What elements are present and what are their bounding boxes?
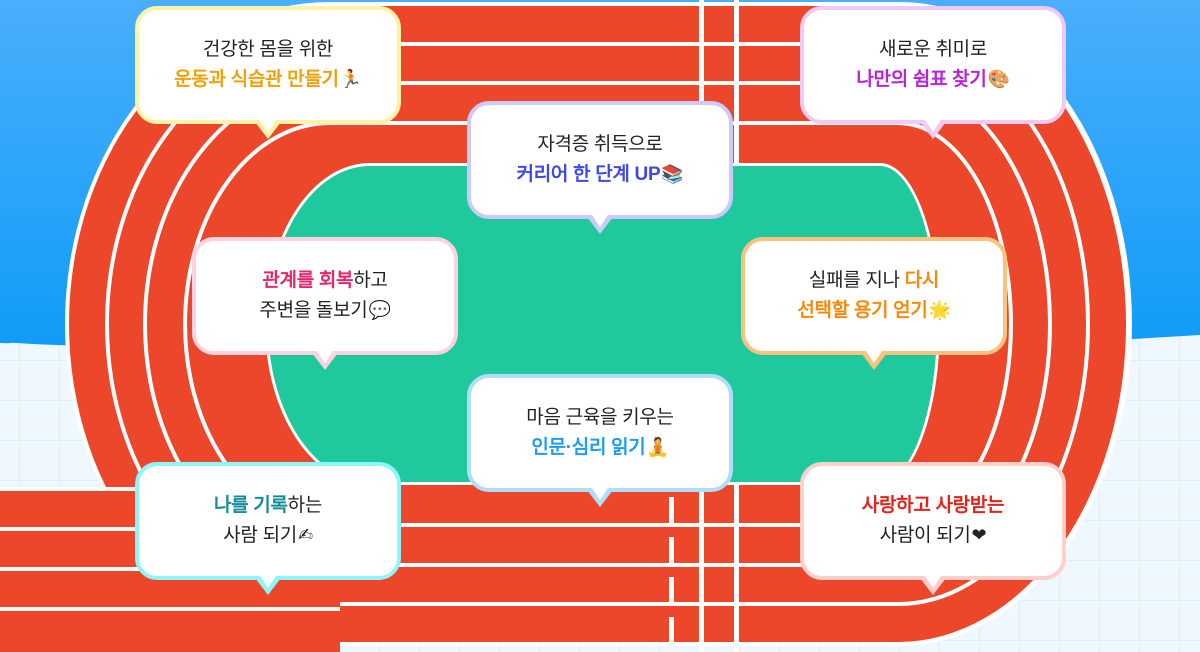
palette-icon: 🎨: [987, 69, 1010, 90]
bubble-text: 사람 되기: [223, 525, 297, 546]
bubble-line-2: 운동과 식습관 만들기🏃: [174, 65, 362, 95]
bubble-line-1: 나를 기록하는: [214, 491, 322, 521]
bubble-line-2: 선택할 용기 얻기🌟: [797, 296, 951, 326]
bubble-highlight: 나를 기록: [213, 494, 288, 516]
bubble-line-2: 사람이 되기❤: [880, 521, 987, 551]
bubble-highlight: 인문·심리 읽기: [531, 437, 646, 458]
goal-bubble-love: 사랑하고 사랑받는 사람이 되기❤: [800, 462, 1066, 595]
bubble-tail: [587, 488, 613, 507]
bubble-tail: [861, 351, 887, 370]
goal-bubble-record: 나를 기록하는 사람 되기✍: [135, 462, 401, 595]
bubble-highlight: 사랑하고 사랑받는: [861, 494, 1005, 516]
speech-bubble-icon: 💬: [368, 300, 391, 321]
bubble-text: 실패를 지나: [808, 269, 905, 291]
bubble-text: 새로운 취미로: [878, 38, 988, 60]
bubble-line-2: 주변을 돌보기💬: [259, 296, 390, 326]
bubble-line-1: 사랑하고 사랑받는: [861, 491, 1005, 521]
bubble-line-1: 건강한 몸을 위한: [202, 35, 334, 65]
bubble-line-2: 인문·심리 읽기🧘: [531, 433, 669, 463]
goal-bubble-career: 자격증 취득으로 커리어 한 단계 UP📚: [467, 101, 733, 234]
bubble-highlight: 커리어 한 단계 UP: [516, 164, 661, 185]
goal-bubble-health: 건강한 몸을 위한 운동과 식습관 만들기🏃: [135, 6, 401, 139]
bubble-tail: [587, 215, 613, 234]
bubble-text: 하고: [353, 269, 388, 291]
bubble-line-1: 자격증 취득으로: [537, 130, 663, 160]
goal-bubble-hobby: 새로운 취미로 나만의 쉼표 찾기🎨: [800, 6, 1066, 139]
goal-bubble-relation: 관계를 회복하고 주변을 돌보기💬: [192, 237, 458, 370]
heart-icon: ❤: [971, 525, 987, 546]
bubble-line-1: 새로운 취미로: [879, 35, 987, 65]
books-icon: 📚: [661, 164, 684, 185]
bubble-line-2: 나만의 쉼표 찾기🎨: [856, 65, 1010, 95]
bubble-tail: [312, 351, 338, 370]
bubble-text: 사람이 되기: [879, 525, 971, 546]
goal-bubble-courage: 실패를 지나 다시 선택할 용기 얻기🌟: [741, 237, 1007, 370]
bubble-text: 자격증 취득으로: [537, 133, 663, 155]
bubble-text: 마음 근육을 키우는: [526, 406, 674, 428]
star-icon: 🌟: [928, 300, 951, 321]
bubble-line-1: 관계를 회복하고: [262, 266, 388, 296]
bubble-line-1: 마음 근육을 키우는: [526, 403, 674, 433]
bubble-tail: [255, 576, 281, 595]
bubble-highlight: 관계를 회복: [262, 269, 354, 291]
bubble-tail: [920, 120, 946, 139]
bubble-text: 하는: [287, 494, 323, 516]
bubble-line-2: 사람 되기✍: [223, 521, 313, 551]
bubble-text: 건강한 몸을 위한: [202, 38, 334, 60]
bubble-line-1: 실패를 지나 다시: [808, 266, 940, 296]
bubble-line-2: 커리어 한 단계 UP📚: [517, 160, 684, 190]
writing-hand-icon: ✍: [297, 525, 313, 546]
bubble-tail: [920, 576, 946, 595]
bubble-text: 주변을 돌보기: [259, 300, 368, 321]
bubble-highlight: 다시: [904, 269, 940, 291]
bubble-highlight: 나만의 쉼표 찾기: [856, 69, 987, 90]
bubble-highlight: 선택할 용기 얻기: [797, 300, 928, 321]
meditation-icon: 🧘: [646, 437, 669, 458]
bubble-tail: [255, 120, 281, 139]
bubble-highlight: 운동과 식습관 만들기: [174, 69, 339, 90]
goal-bubble-mind: 마음 근육을 키우는 인문·심리 읽기🧘: [467, 374, 733, 507]
running-person-icon: 🏃: [339, 69, 362, 90]
